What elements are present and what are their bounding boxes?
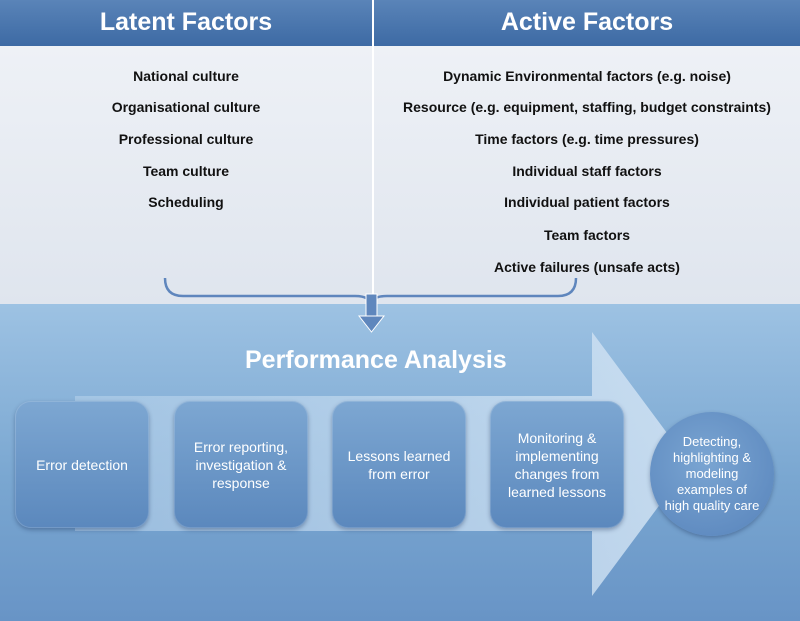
step-label: Error detection — [36, 456, 128, 473]
step-box: Monitoring & implementing changes from l… — [490, 401, 624, 528]
active-item: Active failures (unsafe acts) — [494, 259, 680, 275]
latent-item: Scheduling — [148, 194, 224, 210]
outcome-label: Detecting, highlighting & modeling examp… — [664, 434, 760, 513]
step-box: Error reporting, investigation & respons… — [174, 401, 308, 528]
performance-title: Performance Analysis — [245, 346, 507, 374]
active-item: Individual patient factors — [504, 194, 670, 210]
outcome-circle: Detecting, highlighting & modeling examp… — [650, 412, 774, 536]
latent-title: Latent Factors — [99, 8, 273, 36]
step-label: Lessons learned from error — [347, 447, 451, 482]
latent-panel: National culture Organisational culture … — [0, 46, 372, 304]
step-box: Lessons learned from error — [332, 401, 466, 528]
step-box: Error detection — [15, 401, 149, 528]
active-item: Individual staff factors — [512, 163, 662, 179]
active-item: Time factors (e.g. time pressures) — [475, 131, 699, 147]
step-label: Monitoring & implementing changes from l… — [507, 429, 607, 500]
active-item: Dynamic Environmental factors (e.g. nois… — [443, 68, 731, 84]
latent-item: National culture — [133, 68, 239, 84]
latent-header: Latent Factors — [0, 0, 372, 46]
latent-item: Professional culture — [118, 131, 254, 147]
down-arrow-shaft — [365, 293, 378, 319]
active-title: Active Factors — [500, 8, 674, 36]
latent-item: Organisational culture — [111, 99, 261, 115]
down-arrow-head — [357, 315, 386, 333]
active-item: Team factors — [543, 227, 631, 243]
step-label: Error reporting, investigation & respons… — [193, 438, 289, 491]
active-panel: Dynamic Environmental factors (e.g. nois… — [374, 46, 800, 304]
active-header: Active Factors — [374, 0, 800, 46]
active-item: Resource (e.g. equipment, staffing, budg… — [403, 99, 771, 115]
latent-item: Team culture — [142, 163, 230, 179]
